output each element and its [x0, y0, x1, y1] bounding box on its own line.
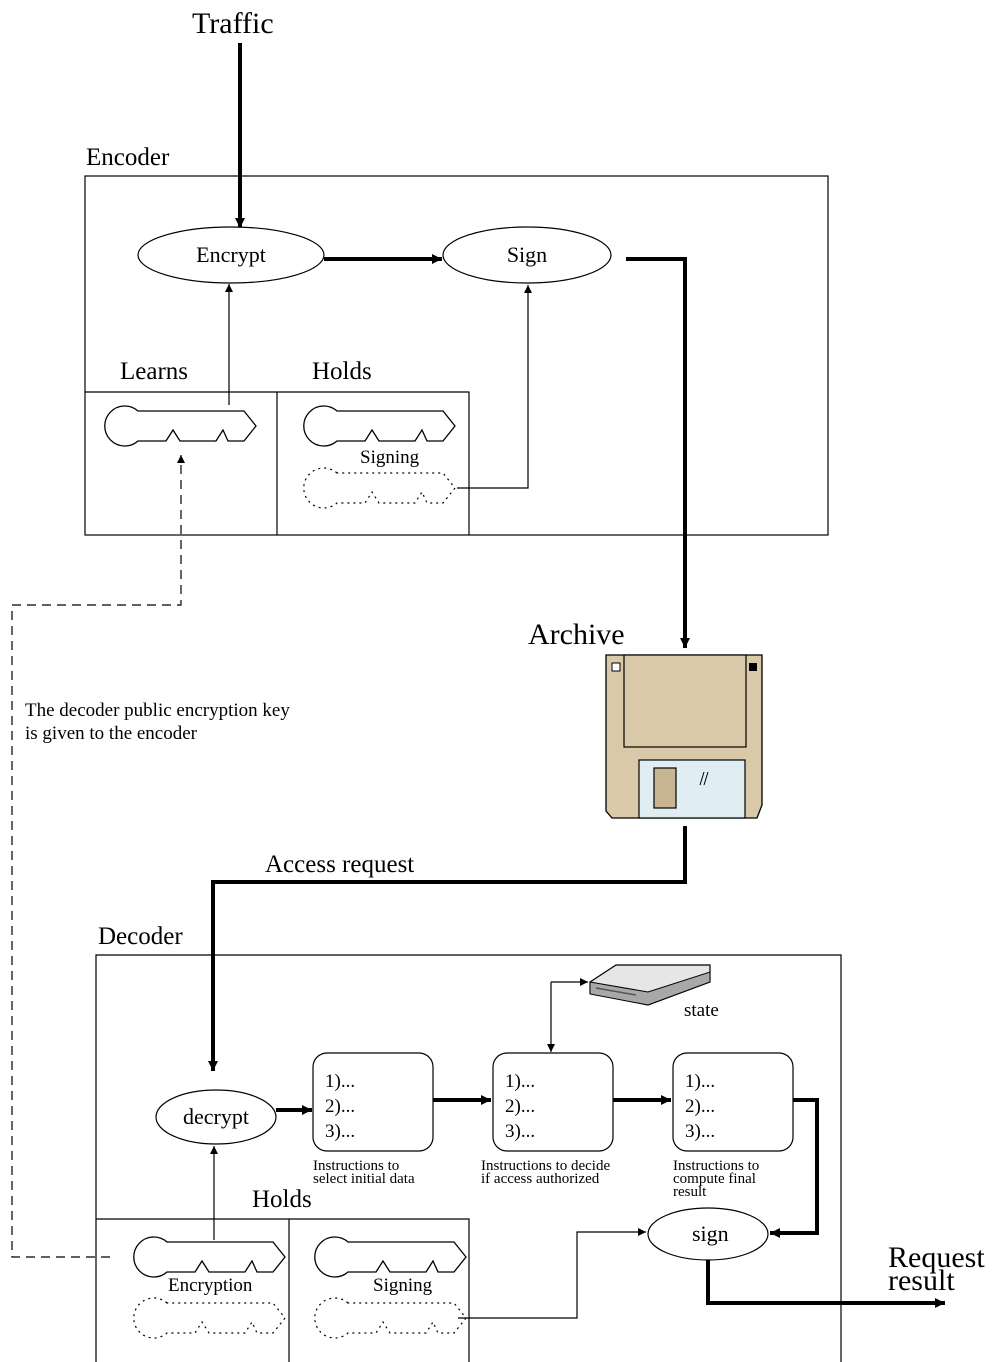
step2-caption-line1: Instructions to decide	[481, 1158, 610, 1174]
signing-label-bottom: Signing	[373, 1275, 433, 1296]
step1-line3: 3)...	[325, 1121, 355, 1142]
signing-to-sign-arrow	[457, 285, 532, 489]
step3-caption-line3: result	[673, 1184, 707, 1200]
access-request-arrow	[208, 826, 687, 1071]
note-line1: The decoder public encryption key	[25, 700, 290, 721]
encoder-keys-box	[85, 391, 470, 535]
signing-to-sign-bottom-arrow	[458, 1228, 646, 1319]
encrypt-label: Encrypt	[196, 242, 266, 267]
encryption-label: Encryption	[168, 1275, 253, 1296]
key-icon	[314, 1297, 467, 1339]
archive-label: Archive	[528, 618, 625, 651]
step1-line1: 1)...	[325, 1071, 355, 1092]
step2-caption-line2: if access authorized	[481, 1171, 600, 1187]
sign-label-top: Sign	[507, 242, 547, 267]
holds-label-top: Holds	[312, 358, 372, 385]
step3-caption-line1: Instructions to	[673, 1158, 759, 1174]
key-icon	[314, 1236, 467, 1278]
note-line2: is given to the encoder	[25, 723, 198, 744]
decoder-box	[95, 954, 842, 1362]
key-icon	[303, 405, 456, 447]
holds-label-bottom: Holds	[252, 1186, 312, 1213]
request-result-line1: Request	[888, 1241, 985, 1274]
decrypt-node	[155, 1089, 277, 1145]
step3-line2: 2)...	[685, 1096, 715, 1117]
step1-caption-line2: select initial data	[313, 1171, 415, 1187]
encoder-label: Encoder	[86, 144, 170, 171]
key-icon	[104, 405, 257, 447]
step3-line3: 3)...	[685, 1121, 715, 1142]
sign-label-bottom: sign	[692, 1221, 729, 1246]
learns-label: Learns	[120, 358, 188, 385]
floppy-disk-icon	[605, 654, 763, 819]
encoder-box	[84, 175, 829, 536]
encrypt-node	[137, 226, 325, 284]
step3-line1: 1)...	[685, 1071, 715, 1092]
key-icon	[133, 1236, 286, 1278]
request-result-line2: result	[888, 1264, 955, 1297]
traffic-label: Traffic	[192, 7, 274, 40]
key-icon	[133, 1297, 286, 1339]
request-result-arrow	[706, 1260, 945, 1308]
step2-line2: 2)...	[505, 1096, 535, 1117]
signing-label-top: Signing	[360, 447, 420, 468]
public-key-path	[11, 455, 185, 1258]
disk-drive-icon	[589, 964, 711, 1006]
decrypt-label: decrypt	[183, 1104, 249, 1129]
state-label: state	[684, 1000, 719, 1021]
step1-caption-line1: Instructions to	[313, 1158, 399, 1174]
step3-caption-line2: compute final	[673, 1171, 756, 1187]
step2-line3: 3)...	[505, 1121, 535, 1142]
key-icon	[303, 467, 456, 509]
step1-line2: 2)...	[325, 1096, 355, 1117]
step2-line1: 1)...	[505, 1071, 535, 1092]
decoder-label: Decoder	[98, 923, 183, 950]
step3-to-sign-arrow	[770, 1098, 819, 1238]
sign-to-archive-arrow	[626, 257, 690, 648]
sign-node-top	[442, 226, 612, 284]
decoder-keys-box	[96, 1218, 470, 1362]
access-request-label: Access request	[265, 851, 414, 878]
